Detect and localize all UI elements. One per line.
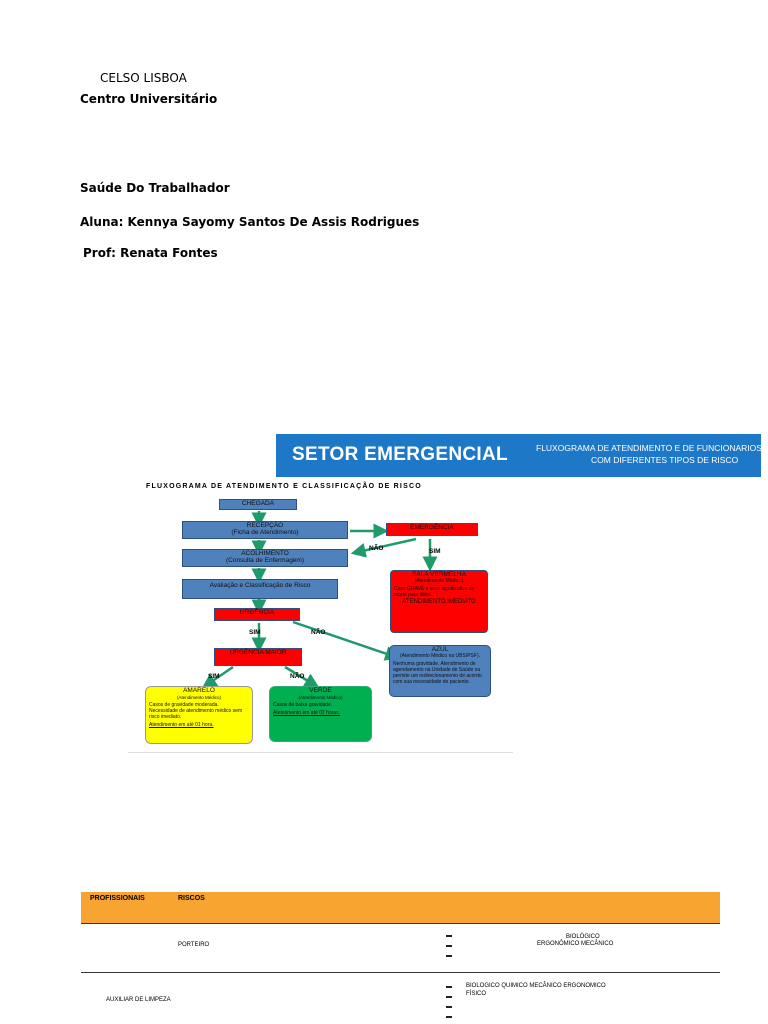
label-nao-2: NÃO	[311, 629, 326, 636]
box-urgencia: URGÊNCIA	[214, 608, 300, 621]
box-recepcao: RECEPÇÃO (Ficha de Atendimento)	[182, 521, 348, 539]
arrow-urgencia-maior-amarelo	[201, 665, 234, 689]
box-emergencia: EMERGÊNCIA	[386, 523, 478, 536]
table-row-2-profissional: AUXILIAR DE LIMPEZA	[106, 997, 171, 1003]
bullet-dash-icon	[446, 996, 452, 998]
box-verde-sub: (Atendimento Médico)	[298, 695, 343, 700]
table-divider	[81, 972, 720, 973]
box-amarelo: AMARELO (Atendimento Médico) Casos de gr…	[145, 686, 253, 744]
box-acolhimento-sub: (Consulta de Enfermagem)	[225, 557, 305, 564]
box-verde-label: VERDE	[309, 687, 332, 694]
bullet-dash-icon	[446, 955, 452, 957]
sector-banner: SETOR EMERGENCIAL FLUXOGRAMA DE ATENDIME…	[276, 434, 762, 477]
box-sala-vermelha: SALA VERMELHA (Atendimento Médico) Caso …	[390, 570, 488, 633]
banner-subtitle-line2: COM DIFERENTES TIPOS DE RISCO	[591, 455, 739, 465]
column-header-profissionais: PROFISSIONAIS	[90, 895, 145, 902]
box-verde-text: Casos de baixa gravidade.	[273, 702, 333, 708]
box-avaliacao-label: Avaliação e Classificação de Risco	[209, 582, 311, 589]
label-sim-1: SIM	[429, 548, 441, 555]
label-nao-1: NÃO	[369, 545, 384, 552]
bullet-dash-icon	[446, 945, 452, 947]
flowchart-bottom-border	[128, 752, 513, 753]
box-azul: AZUL (Atendimento Médico na UBS/PSF). Ne…	[389, 645, 491, 697]
label-sim-2: SIM	[249, 629, 261, 636]
flowchart-arrows	[201, 511, 438, 689]
flowchart-title: FLUXOGRAMA DE ATENDIMENTO E CLASSIFICAÇÃ…	[146, 483, 422, 490]
arrow-urgencia-azul	[292, 620, 401, 661]
box-chegada-label: CHEGADA	[241, 500, 275, 507]
box-acolhimento-label: ACOLHIMENTO	[241, 550, 289, 557]
arrow-emergencia-acolhimento	[350, 537, 417, 558]
box-chegada: CHEGADA	[219, 499, 297, 510]
box-urgencia-maior-label: URGÊNCIA MAIOR	[229, 649, 287, 656]
table-divider	[81, 923, 720, 924]
institution-name: CELSO LISBOA	[100, 71, 187, 85]
box-acolhimento: ACOLHIMENTO (Consulta de Enfermagem)	[182, 549, 348, 567]
bullet-dash-icon	[446, 986, 452, 988]
table-row-2-risco-line1: BIOLOGICO QUIMICO MECÂNICO ERGONOMICO	[466, 983, 606, 989]
box-amarelo-text: Casos de gravidade moderada. Necessidade…	[149, 702, 243, 720]
box-azul-label: AZUL	[431, 646, 449, 653]
column-header-riscos: RISCOS	[178, 895, 205, 902]
box-amarelo-time: Atendimento em até 01 hora.	[149, 722, 214, 728]
bullet-dash-icon	[446, 1016, 452, 1018]
table-row-1-profissional: PORTEIRO	[178, 942, 210, 948]
box-atendimento-imediato: ATENDIMENTO IMEDIATO	[402, 599, 476, 605]
box-recepcao-label: RECEPÇÃO	[246, 522, 284, 529]
bullet-dash-icon	[446, 1006, 452, 1008]
box-urgencia-label: URGÊNCIA	[239, 609, 275, 616]
table-row-2-risco-line2: FÍSICO	[466, 991, 487, 997]
box-sala-vermelha-sub: (Atendimento Médico)	[414, 578, 464, 584]
flowchart-image: FLUXOGRAMA DE ATENDIMENTO E CLASSIFICAÇÃ…	[128, 478, 513, 753]
box-verde-time: Atendimento em até 02 horas.	[273, 710, 340, 716]
table-row-1-risco-line2: ERGONÔMICO MECÂNICO	[537, 941, 614, 947]
banner-subtitle-line1: FLUXOGRAMA DE ATENDIMENTO E DE FUNCIONAR…	[536, 443, 762, 453]
arrow-urgencia-maior-verde	[284, 665, 320, 688]
bullet-dash-icon	[446, 935, 452, 937]
student-name: Aluna: Kennya Sayomy Santos De Assis Rod…	[80, 215, 420, 229]
risk-table-header: PROFISSIONAIS RISCOS	[81, 892, 720, 923]
banner-title: SETOR EMERGENCIAL	[292, 444, 508, 465]
box-recepcao-sub: (Ficha de Atendimento)	[231, 529, 299, 536]
box-urgencia-maior: URGÊNCIA MAIOR	[214, 648, 302, 666]
box-sala-vermelha-label: SALA VERMELHA	[412, 571, 466, 578]
box-emergencia-label: EMERGÊNCIA	[410, 524, 454, 531]
box-azul-text: Nenhuma gravidade. Atendimento de agenda…	[393, 661, 482, 685]
box-amarelo-sub: (Atendimento Médico)	[176, 695, 222, 700]
table-row-1-risco-line1: BIOLÓGICO	[566, 934, 600, 940]
institution-subtitle: Centro Universitário	[80, 92, 218, 106]
label-nao-3: NÃO	[290, 673, 305, 680]
professor-name: Prof: Renata Fontes	[83, 246, 218, 260]
label-sim-3: SIM	[208, 673, 220, 680]
box-avaliacao: Avaliação e Classificação de Risco	[182, 579, 338, 599]
box-azul-sub: (Atendimento Médico na UBS/PSF).	[399, 653, 481, 659]
course-title: Saúde Do Trabalhador	[80, 181, 230, 195]
box-amarelo-label: AMARELO	[183, 687, 215, 694]
box-sala-vermelha-text: Caso GRAVE e risco significativo de mort…	[394, 586, 475, 598]
box-verde: VERDE (Atendimento Médico) Casos de baix…	[269, 686, 372, 742]
